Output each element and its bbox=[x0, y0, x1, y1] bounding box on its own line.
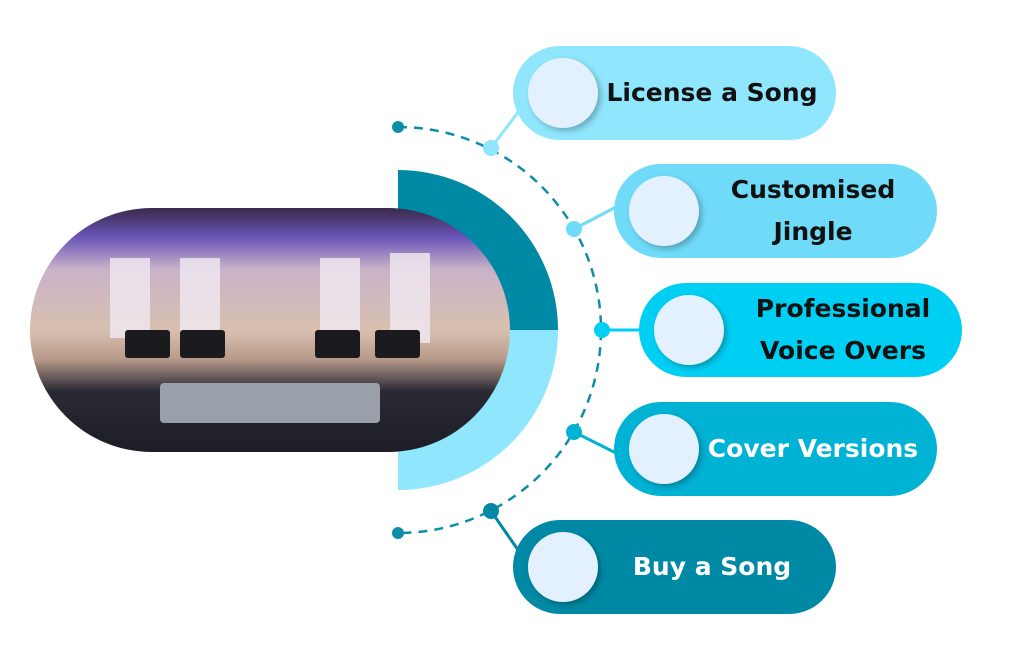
service-label: Cover Versions bbox=[707, 434, 919, 463]
icon-circle bbox=[654, 295, 724, 365]
service-label: Customised Jingle bbox=[730, 175, 896, 246]
arc-end-dot bbox=[392, 527, 404, 539]
studio-photo bbox=[30, 208, 510, 452]
connector-line bbox=[573, 203, 621, 231]
icon-circle bbox=[629, 176, 699, 246]
service-professional-voice-overs[interactable]: Professional Voice Overs bbox=[639, 283, 962, 377]
service-customised-jingle[interactable]: Customised Jingle bbox=[614, 164, 937, 258]
arc-node bbox=[566, 221, 582, 237]
icon-circle bbox=[528, 532, 598, 602]
arc-node bbox=[483, 140, 499, 156]
icon-circle bbox=[528, 58, 598, 128]
arc-end-dot bbox=[392, 121, 404, 133]
arc-node bbox=[483, 503, 499, 519]
service-label: License a Song bbox=[606, 78, 818, 107]
arc-node bbox=[594, 322, 610, 338]
arc-node bbox=[566, 424, 582, 440]
connector-line bbox=[573, 430, 621, 457]
icon-circle bbox=[629, 414, 699, 484]
service-buy-a-song[interactable]: Buy a Song bbox=[513, 520, 836, 614]
service-license-a-song[interactable]: License a Song bbox=[513, 46, 836, 140]
service-label: Buy a Song bbox=[632, 552, 792, 581]
service-cover-versions[interactable]: Cover Versions bbox=[614, 402, 937, 496]
service-label: Professional Voice Overs bbox=[755, 294, 931, 365]
